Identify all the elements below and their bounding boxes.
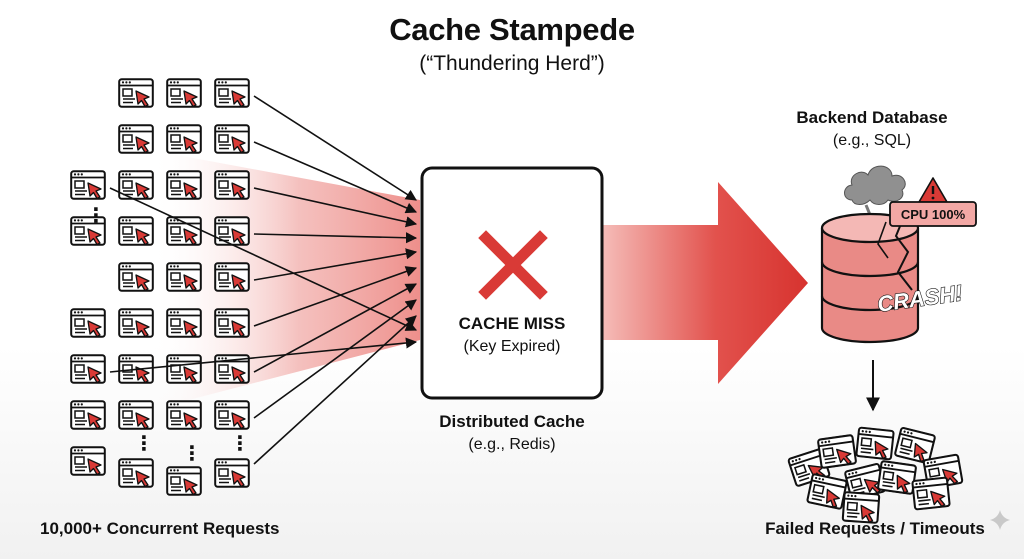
cpu-badge-label: CPU 100% — [901, 207, 966, 222]
browser-window-icon — [118, 124, 154, 154]
request-arrows — [109, 95, 418, 465]
browser-window-icon — [70, 400, 106, 430]
request-arrow — [253, 232, 418, 244]
browser-window-icon — [70, 354, 106, 384]
browser-window-icon — [70, 170, 106, 200]
ellipsis: ⋮ — [230, 431, 250, 455]
cache-label: Distributed Cache — [439, 412, 585, 431]
browser-window-icon — [166, 308, 202, 338]
browser-window-icon — [166, 124, 202, 154]
ellipsis: ⋮ — [182, 441, 202, 465]
browser-window-icon — [816, 433, 858, 470]
request-arrow — [253, 187, 418, 228]
cache-status: CACHE MISS — [458, 314, 566, 333]
request-arrow — [253, 315, 417, 465]
browser-window-icon — [855, 426, 895, 461]
browser-window-icon — [118, 458, 154, 488]
database-label: Backend Database — [796, 108, 948, 127]
cache-miss-x-icon — [478, 230, 548, 300]
overload-arrow — [602, 182, 808, 384]
browser-window-icon — [118, 216, 154, 246]
browser-window-icon — [70, 308, 106, 338]
browser-window-icon — [214, 78, 250, 108]
browser-window-icon — [214, 400, 250, 430]
cache-box — [420, 166, 604, 400]
browser-window-icon — [805, 472, 849, 511]
failed-requests-label: Failed Requests / Timeouts — [765, 519, 985, 538]
browser-window-icon — [70, 446, 106, 476]
browser-window-icon — [214, 308, 250, 338]
ellipsis: ⋮ — [134, 431, 154, 455]
failed-requests-pile — [787, 426, 964, 524]
cpu-badge — [889, 201, 977, 227]
request-arrow — [253, 299, 417, 419]
browser-window-icon — [118, 308, 154, 338]
browser-window-icon — [214, 216, 250, 246]
database-example: (e.g., SQL) — [832, 132, 912, 149]
request-arrow — [253, 95, 417, 201]
browser-window-icon — [893, 426, 937, 465]
browser-window-icon — [214, 124, 250, 154]
browser-window-icon — [118, 262, 154, 292]
browser-window-icon — [214, 458, 250, 488]
browser-window-icon — [166, 400, 202, 430]
browser-window-icon — [214, 170, 250, 200]
request-arrow — [253, 248, 418, 281]
browser-window-icon — [166, 78, 202, 108]
ellipsis-markers: ⋮ ⋮ ⋮ ⋮ — [86, 203, 250, 465]
browser-window-icon — [876, 459, 918, 496]
browser-window-icon — [166, 216, 202, 246]
ellipsis: ⋮ — [86, 203, 106, 227]
page-subtitle: (“Thundering Herd”) — [419, 52, 605, 75]
browser-window-icon — [166, 466, 202, 496]
cache-status-detail: (Key Expired) — [463, 338, 561, 355]
warning-icon — [918, 177, 948, 203]
request-arrow — [109, 337, 418, 373]
traffic-beam — [150, 150, 420, 410]
request-arrow — [109, 187, 418, 331]
database-icon — [820, 212, 920, 344]
requests-label: 10,000+ Concurrent Requests — [40, 519, 280, 538]
browser-window-icon — [214, 262, 250, 292]
browser-window-icon — [118, 78, 154, 108]
cache-example: (e.g., Redis) — [468, 436, 556, 453]
browser-window-icon — [166, 262, 202, 292]
page-title: Cache Stampede — [389, 12, 635, 47]
request-arrow — [253, 141, 418, 214]
browser-window-icon — [166, 170, 202, 200]
browser-window-icon — [166, 354, 202, 384]
browser-window-icon — [118, 400, 154, 430]
request-arrow — [253, 283, 417, 373]
browser-window-icon — [911, 476, 951, 511]
sparkle-icon — [990, 510, 1010, 530]
request-arrow — [253, 266, 418, 327]
